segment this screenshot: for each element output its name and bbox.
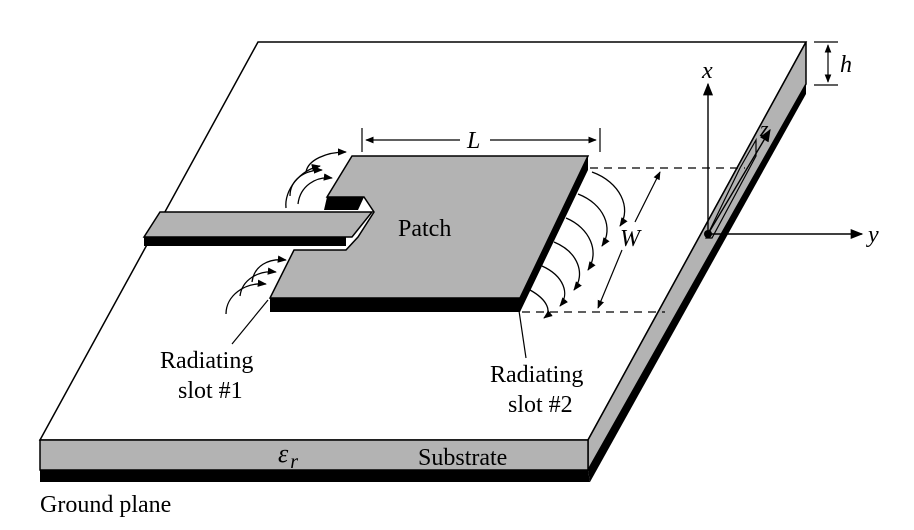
fringing-field-slot1-lower	[225, 255, 287, 315]
z-axis-label: z	[759, 116, 769, 141]
epsilon-symbol: ε	[278, 439, 289, 468]
fringing-field-slot2	[529, 171, 628, 319]
slot1-label-line1: Radiating	[160, 348, 253, 374]
feed-line-edge	[144, 237, 346, 246]
height-dimension	[814, 41, 838, 86]
slot1-leader	[231, 299, 269, 345]
epsilon-subscript: r	[290, 451, 298, 473]
length-label: L	[466, 128, 480, 154]
y-axis-label: y	[866, 222, 879, 248]
patch-notch-shadow	[324, 197, 364, 210]
patch-front-edge	[270, 298, 520, 312]
ground-plane-front-edge	[40, 470, 590, 482]
slot2-label-line2: slot #2	[508, 392, 573, 418]
fringing-field-slot1-upper	[285, 148, 347, 209]
ground-plane-label: Ground plane	[40, 492, 171, 518]
width-dimension	[522, 167, 745, 313]
substrate-label: Substrate	[418, 445, 507, 471]
x-axis-label: x	[701, 58, 713, 84]
height-label: h	[840, 52, 852, 78]
z-axis	[707, 128, 771, 235]
slot2-leader	[517, 303, 527, 359]
length-dimension	[361, 128, 601, 152]
width-label: W	[620, 226, 642, 252]
slot1-label-line2: slot #1	[178, 378, 243, 404]
patch-right-edge	[520, 156, 588, 312]
feed-line-top	[142, 211, 374, 238]
patch-label: Patch	[398, 216, 451, 242]
ground-plane-side-edge	[588, 84, 806, 482]
slot2-label-line1: Radiating	[490, 362, 583, 388]
origin-dot	[704, 230, 712, 238]
coordinate-axes	[702, 82, 864, 240]
z-axis-slab	[705, 137, 757, 239]
